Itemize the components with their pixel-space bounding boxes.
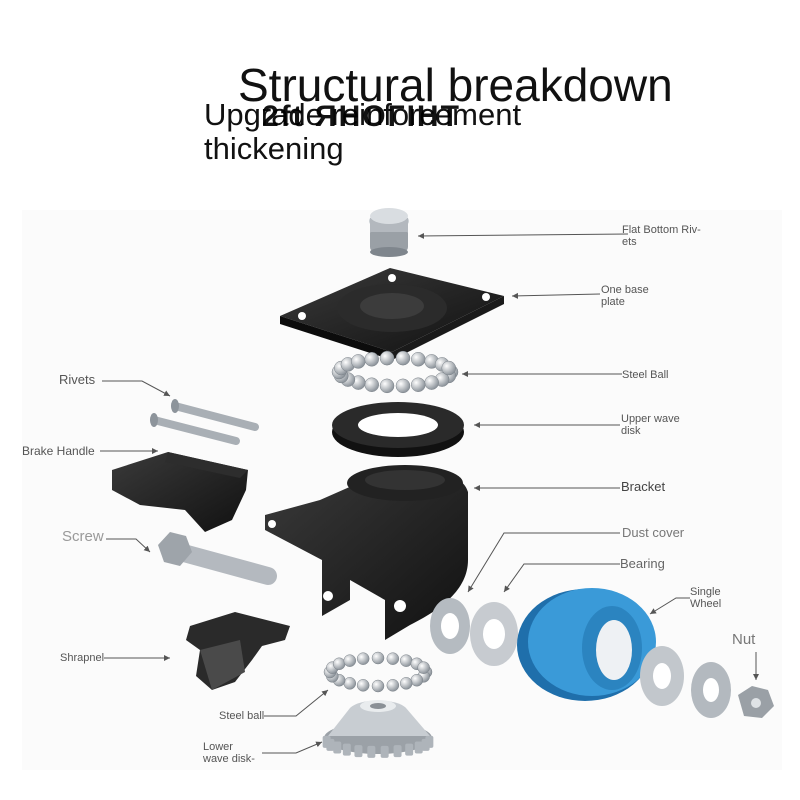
wave-disk-tooth [414,741,423,754]
subtitle-line-2: thickening [204,131,344,166]
label-shrapnel: Shrapnel [60,652,105,664]
steel-ball [417,661,430,674]
wave-disk-tooth [405,743,414,756]
wave-disk-tooth [342,743,351,756]
wave-disk-tooth [425,735,434,748]
subtitle-line-1: Upgrade reinforcement [204,97,522,132]
steel-ball [395,378,411,394]
label-flat-bottom-rivets: Flat Bottom Riv- ets [622,224,701,248]
wave-disk-tooth [393,745,402,758]
steel-ball [399,654,413,667]
label-single-wheel-line-2: Wheel [690,598,722,610]
label-single-wheel-line-1: Single [690,586,721,598]
steel-ball [399,677,413,690]
steel-ball [364,377,379,392]
steel-ball [371,651,385,665]
flat-bottom-rivet [369,208,409,257]
label-dust-cover: Dust cover [622,525,685,540]
wave-disk-tooth [326,738,335,751]
label-lower-wave-disk-line-2: wave disk- [203,753,255,765]
label-steel-ball-top: Steel Ball [622,369,669,381]
subtitle: Upgrade reinforcement thickening [204,98,564,166]
right-bearing [640,646,684,706]
label-steel-ball-bottom: Steel ball [219,710,265,722]
steel-ball [364,352,379,367]
steel-ball-ring-top [331,350,459,394]
label-bracket: Bracket [621,479,666,494]
steel-ball [386,652,400,665]
lower-wave-disk [322,700,434,758]
steel-ball [356,679,370,692]
rivet-pins [150,399,259,445]
nut [738,686,774,718]
bearing [470,602,518,666]
base-plate [280,268,504,360]
steel-ball [379,378,395,394]
steel-ball [356,652,370,665]
overlay-text: 2ft ЯНОГІНТ [262,100,461,133]
dust-cover [430,598,470,654]
label-brake-handle: Brake Handle [22,444,95,458]
wave-disk-tooth [380,745,389,758]
label-upper-wave-disk-line-1: Upper wave [621,413,680,425]
steel-ball [371,679,385,693]
steel-ball [424,375,439,390]
steel-ball [386,679,400,692]
page-title: Structural breakdown [238,59,673,111]
leader-lines [100,232,759,754]
label-upper-wave-disk: Upper wave disk [621,413,680,437]
steel-ball [379,350,395,366]
steel-ball-ring-bottom [323,651,433,693]
right-dust-cover [691,662,731,718]
wave-disk-tooth [367,745,376,758]
upper-wave-disk [332,402,464,457]
label-flat-bottom-rivets-line-2: ets [622,236,637,248]
label-base-plate-line-1: One base [601,284,649,296]
label-base-plate-line-2: plate [601,296,625,308]
steel-ball [343,677,357,690]
shrapnel [186,612,290,690]
label-upper-wave-disk-line-2: disk [621,425,641,437]
label-single-wheel: Single Wheel [690,586,721,610]
steel-ball [411,352,426,367]
label-lower-wave-disk: Lower wave disk- [203,741,255,765]
wave-disk-tooth [333,741,342,754]
wheel [517,588,656,701]
steel-ball [351,354,366,369]
screw [158,532,277,585]
steel-ball [411,377,426,392]
brake-handle [112,452,248,532]
steel-ball [332,657,346,671]
label-base-plate: One base plate [601,284,649,308]
label-nut: Nut [732,631,756,648]
wave-disk-tooth [354,745,363,758]
label-rivets: Rivets [59,372,96,387]
label-screw: Screw [62,528,104,545]
steel-ball [410,673,424,687]
label-lower-wave-disk-line-1: Lower [203,741,233,753]
steel-ball [395,350,411,366]
bracket [265,465,468,640]
label-flat-bottom-rivets-line-1: Flat Bottom Riv- [622,224,701,236]
steel-ball [343,654,357,667]
steel-ball [441,360,456,376]
label-bearing: Bearing [620,556,665,571]
